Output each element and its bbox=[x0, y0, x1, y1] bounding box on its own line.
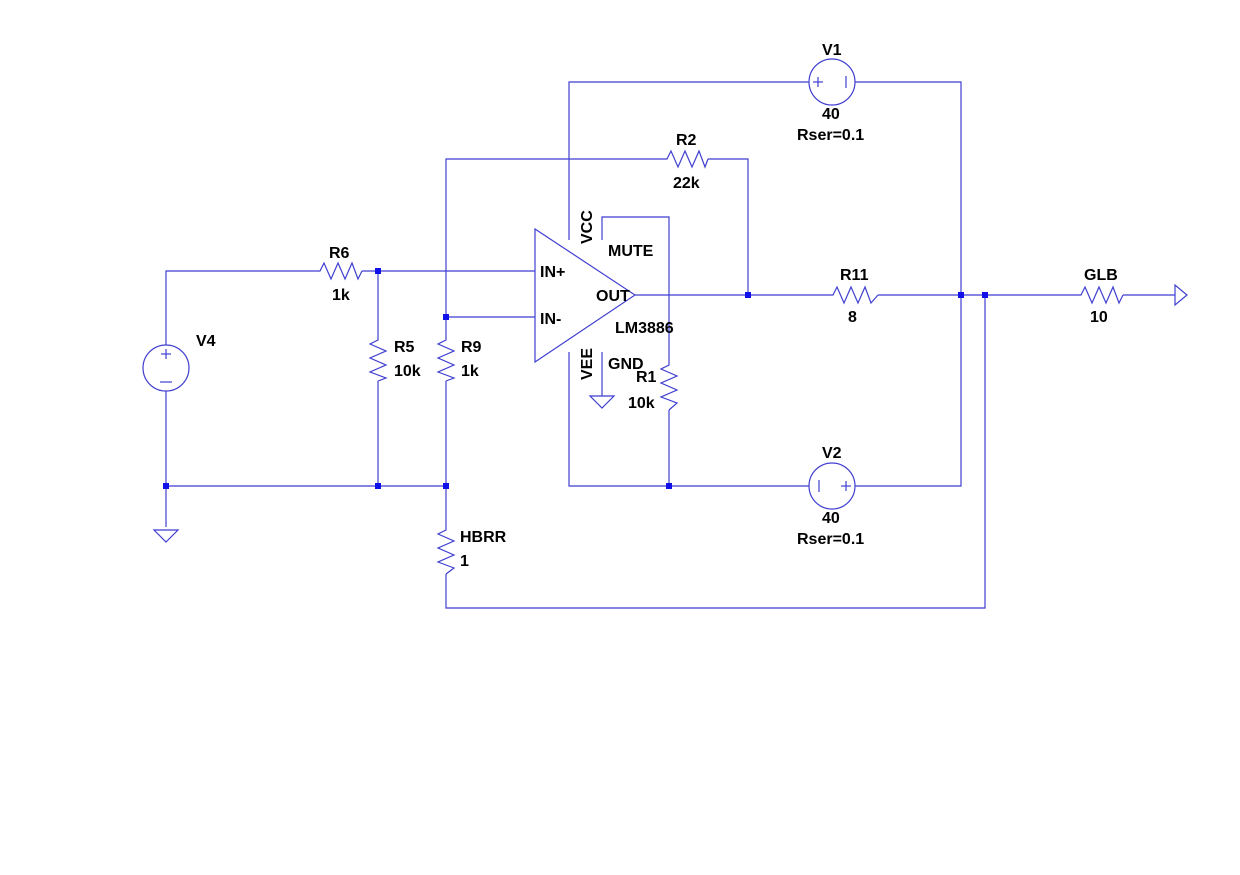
resistor-r9[interactable]: R9 1k bbox=[436, 335, 482, 382]
wire-feedback-right bbox=[708, 158, 749, 295]
resistor-r5-name: R5 bbox=[394, 339, 415, 356]
junction-r5-ground bbox=[375, 483, 381, 489]
opamp-triangle bbox=[534, 227, 637, 364]
resistor-glb-zigzag bbox=[1076, 285, 1124, 305]
pin-label-vcc: VCC bbox=[579, 210, 596, 244]
junction-r9-inminus bbox=[443, 314, 449, 320]
resistor-r2[interactable]: R2 22k bbox=[662, 132, 709, 192]
pin-label-in-plus: IN+ bbox=[540, 264, 565, 281]
voltage-source-v1-value: 40 bbox=[822, 106, 840, 123]
resistor-r6-value: 1k bbox=[332, 287, 350, 304]
resistor-r2-zigzag bbox=[662, 149, 709, 169]
junction-out-r2 bbox=[745, 292, 751, 298]
voltage-source-v4-name: V4 bbox=[196, 333, 216, 350]
wire-v4-to-r6 bbox=[165, 270, 315, 345]
voltage-source-v1[interactable]: V1 40 Rser=0.1 bbox=[797, 42, 864, 144]
resistor-hbrr[interactable]: HBRR 1 bbox=[436, 524, 507, 575]
resistor-r1-value: 10k bbox=[628, 395, 655, 412]
resistor-r11-value: 8 bbox=[848, 309, 857, 326]
resistor-hbrr-value: 1 bbox=[460, 553, 469, 570]
wires bbox=[165, 81, 1175, 609]
voltage-source-v1-param: Rser=0.1 bbox=[797, 127, 864, 144]
resistor-r6-zigzag bbox=[315, 261, 363, 281]
resistor-glb[interactable]: GLB 10 bbox=[1076, 267, 1124, 326]
resistor-r5[interactable]: R5 10k bbox=[368, 335, 421, 382]
voltage-source-v1-circle bbox=[808, 58, 856, 106]
resistor-r9-zigzag bbox=[436, 335, 456, 382]
resistor-r6-name: R6 bbox=[329, 245, 350, 262]
resistor-r1-zigzag bbox=[659, 360, 679, 411]
voltage-source-v2-circle bbox=[808, 462, 856, 510]
resistor-r5-value: 10k bbox=[394, 363, 421, 380]
junction-r9-ground bbox=[443, 483, 449, 489]
wire-v1-right bbox=[855, 81, 962, 487]
wire-feedback-left bbox=[445, 158, 662, 335]
wire-vee-rail bbox=[568, 352, 809, 487]
resistor-r5-zigzag bbox=[368, 335, 388, 382]
opamp-part-name: LM3886 bbox=[615, 320, 674, 337]
voltage-source-v2-param: Rser=0.1 bbox=[797, 531, 864, 548]
resistor-r2-name: R2 bbox=[676, 132, 697, 149]
voltage-source-v2-value: 40 bbox=[822, 510, 840, 527]
wire-vcc-rail bbox=[568, 81, 809, 240]
pin-label-out: OUT bbox=[596, 288, 630, 305]
resistor-r11-name: R11 bbox=[840, 267, 869, 284]
voltage-source-v2[interactable]: V2 40 Rser=0.1 bbox=[797, 445, 864, 548]
resistor-r9-name: R9 bbox=[461, 339, 482, 356]
resistor-hbrr-name: HBRR bbox=[460, 529, 507, 546]
pin-label-in-minus: IN- bbox=[540, 311, 561, 328]
resistor-glb-value: 10 bbox=[1090, 309, 1108, 326]
junction-v4-ground bbox=[163, 483, 169, 489]
junction-hbrr-return bbox=[982, 292, 988, 298]
junction-r11-bus bbox=[958, 292, 964, 298]
wire-mute-loop bbox=[601, 216, 670, 360]
voltage-source-v2-name: V2 bbox=[822, 445, 842, 462]
pin-label-gnd: GND bbox=[608, 356, 644, 373]
resistor-hbrr-zigzag bbox=[436, 524, 456, 575]
output-port-arrow bbox=[1174, 283, 1188, 307]
resistor-r2-value: 22k bbox=[673, 175, 700, 192]
pin-label-vee: VEE bbox=[579, 348, 596, 380]
pin-label-mute: MUTE bbox=[608, 243, 654, 260]
ground-symbol-main bbox=[152, 529, 180, 543]
opamp-lm3886[interactable]: IN+ IN- OUT VCC VEE MUTE GND LM3886 bbox=[534, 210, 674, 380]
junction-r6-r5 bbox=[375, 268, 381, 274]
resistor-r1-name: R1 bbox=[636, 369, 657, 386]
resistor-r9-value: 1k bbox=[461, 363, 479, 380]
voltage-source-v4[interactable]: V4 bbox=[142, 333, 216, 392]
resistor-glb-name: GLB bbox=[1084, 267, 1118, 284]
voltage-source-v1-name: V1 bbox=[822, 42, 842, 59]
junction-r1-vee bbox=[666, 483, 672, 489]
resistor-r1[interactable]: R1 10k bbox=[628, 360, 679, 412]
voltage-source-v4-circle bbox=[142, 344, 190, 392]
resistor-r11-zigzag bbox=[828, 285, 879, 305]
ground-symbol-gnd-pin bbox=[588, 395, 616, 409]
resistor-r11[interactable]: R11 8 bbox=[828, 267, 879, 326]
resistor-r6[interactable]: R6 1k bbox=[315, 245, 363, 304]
junction-dots bbox=[163, 268, 988, 489]
wire-hbrr-return bbox=[445, 295, 986, 609]
